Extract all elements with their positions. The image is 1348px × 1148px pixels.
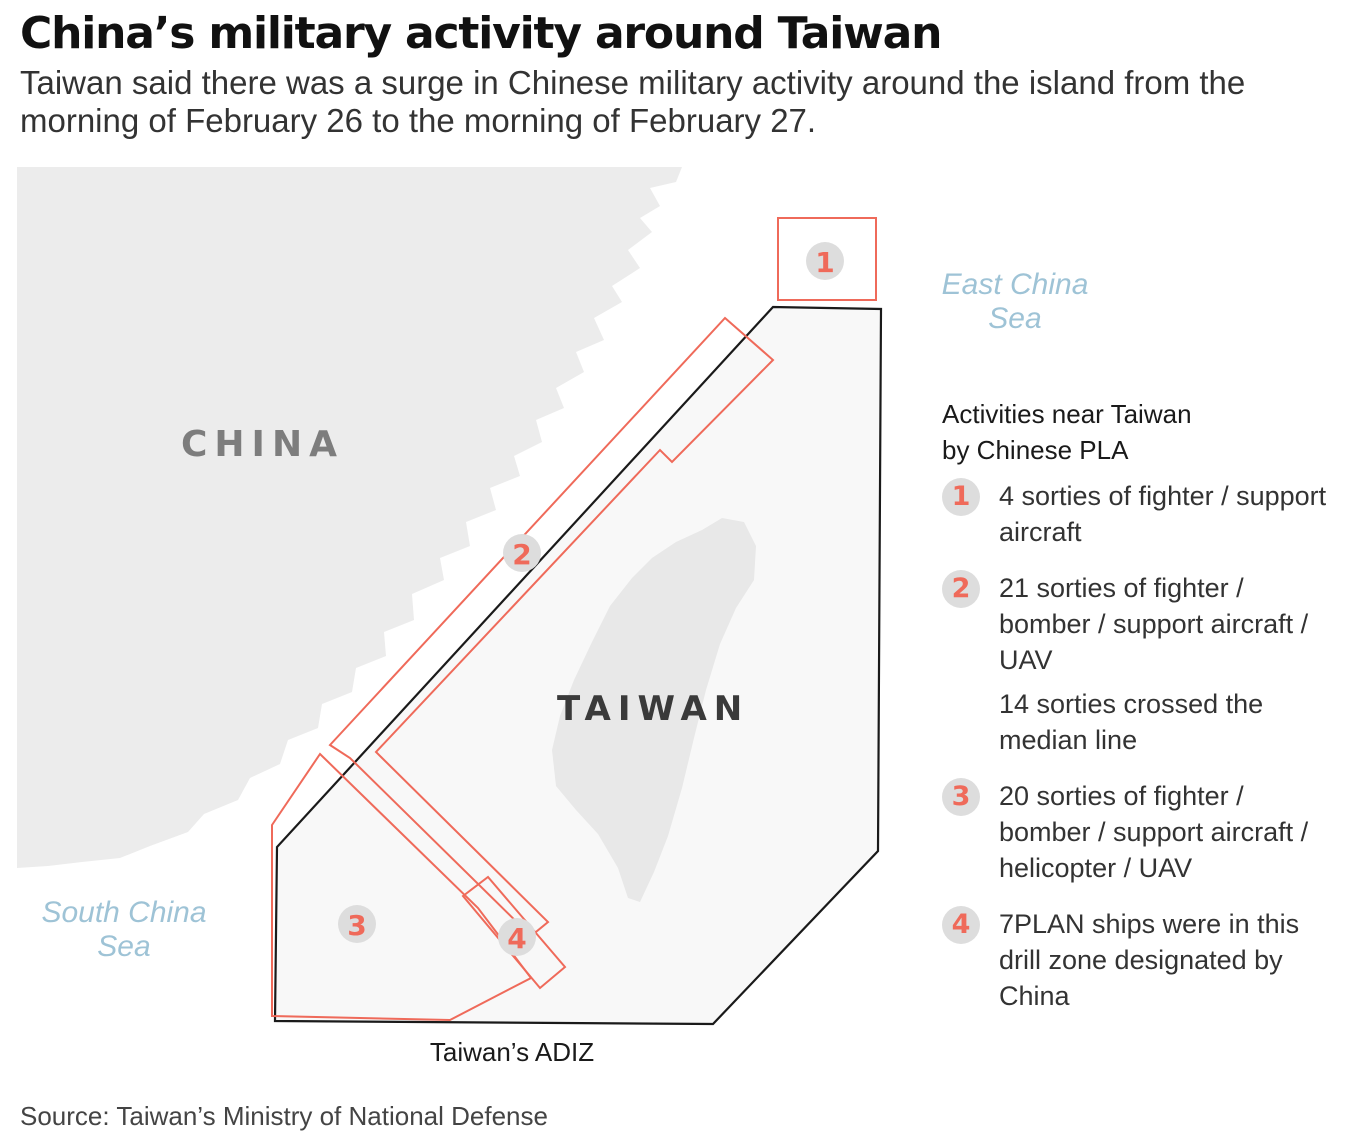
chart-title: China’s military activity around Taiwan	[20, 8, 942, 59]
source-note: Source: Taiwan’s Ministry of National De…	[20, 1101, 548, 1131]
drill-zone-1	[777, 217, 877, 301]
legend-item-text: 21 sorties of fighter / bomber / support…	[999, 573, 1309, 675]
legend-number-badge: 1	[942, 478, 980, 516]
legend-item-4: 4 7PLAN ships were in this drill zone de…	[942, 906, 1342, 1014]
legend-item-note: 14 sorties crossed the median line	[999, 689, 1264, 755]
drill-zone-3	[271, 752, 533, 1022]
zone-marker-1: 1	[806, 242, 844, 280]
legend: Activities near Taiwan by Chinese PLA 1 …	[942, 396, 1342, 1034]
svg-text:2: 2	[512, 538, 531, 571]
south-china-sea-label-line1: South China	[41, 896, 206, 929]
legend-number-badge: 4	[942, 906, 980, 944]
east-china-sea-label-line2: Sea	[988, 302, 1041, 335]
legend-item-text: 7PLAN ships were in this drill zone desi…	[999, 909, 1300, 1011]
svg-text:4: 4	[507, 922, 526, 955]
south-china-sea-label-line2: Sea	[97, 930, 150, 963]
legend-title-line1: Activities near Taiwan	[942, 399, 1192, 429]
legend-number-badge: 3	[942, 778, 980, 816]
legend-item-3: 3 20 sorties of fighter / bomber / suppo…	[942, 778, 1342, 886]
legend-item-1: 1 4 sorties of fighter / support aircraf…	[942, 478, 1342, 550]
china-label: CHINA	[181, 424, 344, 465]
taiwan-label: TAIWAN	[557, 689, 749, 729]
zone-marker-3: 3	[338, 905, 376, 943]
drill-zone-2	[328, 316, 775, 938]
legend-item-2: 2 21 sorties of fighter / bomber / suppo…	[942, 570, 1342, 758]
adiz-boundary	[273, 305, 883, 1026]
china-landmass	[17, 167, 682, 868]
legend-number-badge: 2	[942, 570, 980, 608]
east-china-sea-label-line1: East China	[942, 268, 1089, 301]
zone-marker-4: 4	[498, 918, 536, 956]
adiz-label: Taiwan’s ADIZ	[430, 1037, 594, 1067]
legend-title: Activities near Taiwan by Chinese PLA	[942, 396, 1342, 468]
legend-title-line2: by Chinese PLA	[942, 435, 1129, 465]
svg-text:1: 1	[815, 246, 834, 279]
svg-text:3: 3	[347, 909, 366, 942]
legend-item-text: 4 sorties of fighter / support aircraft	[999, 481, 1327, 547]
taiwan-island	[552, 518, 756, 902]
zone-marker-2: 2	[503, 534, 541, 572]
chart-subtitle: Taiwan said there was a surge in Chinese…	[20, 64, 1246, 139]
legend-item-text: 20 sorties of fighter / bomber / support…	[999, 781, 1309, 883]
drill-zone-4	[461, 875, 567, 990]
